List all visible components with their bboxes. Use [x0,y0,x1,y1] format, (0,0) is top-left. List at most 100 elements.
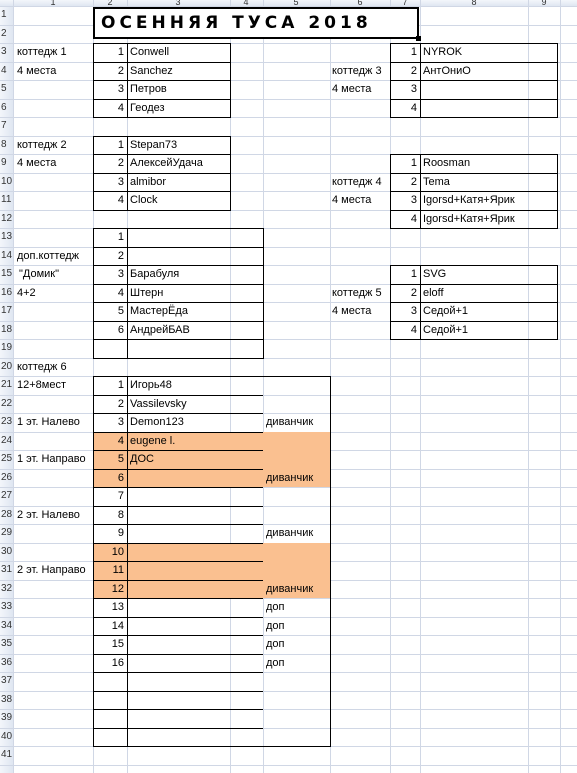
row-header[interactable]: 36 [1,656,13,668]
guest-name[interactable]: almibor [130,175,167,188]
slot-number[interactable]: 3 [410,305,417,317]
slot-number[interactable]: 15 [111,638,124,650]
guest-name[interactable]: eloff [423,286,444,299]
row-header[interactable]: 21 [1,379,13,390]
slot-number[interactable]: 4 [410,212,417,225]
row-header[interactable]: 25 [1,453,13,464]
column-header[interactable]: 1 [50,0,56,7]
guest-name[interactable]: Demon123 [130,416,184,428]
label-cell[interactable]: коттедж 4 [332,175,382,188]
slot-number[interactable]: 2 [117,249,124,262]
slot-number[interactable]: 8 [117,508,124,521]
label-cell[interactable]: коттедж 3 [332,64,382,77]
slot-number[interactable]: 3 [410,194,417,206]
label-cell[interactable]: 4 места [17,157,57,169]
slot-number[interactable]: 3 [117,416,124,428]
guest-name[interactable]: Tema [423,175,450,188]
slot-number[interactable]: 2 [117,397,124,410]
fill-handle[interactable] [416,36,421,41]
label-cell[interactable]: 2 эт. Налево [17,508,80,521]
slot-number[interactable]: 1 [410,46,417,58]
bed-note[interactable]: диванчик [266,582,314,595]
guest-name[interactable]: Clock [130,194,158,206]
row-header[interactable]: 28 [1,508,13,520]
row-header[interactable]: 13 [1,231,13,242]
row-header[interactable]: 22 [1,397,13,409]
slot-number[interactable]: 7 [117,490,124,502]
guest-name[interactable]: Барабуля [130,268,180,280]
row-header[interactable]: 5 [1,83,7,94]
slot-number[interactable]: 6 [117,471,124,484]
row-header[interactable]: 14 [1,249,13,261]
slot-number[interactable]: 5 [117,305,124,317]
row-header[interactable]: 23 [1,416,13,427]
column-header[interactable]: 2 [107,0,113,7]
guest-name[interactable]: Sanchez [130,64,173,77]
label-cell[interactable]: 2 эт. Направо [17,564,86,576]
slot-number[interactable]: 1 [117,231,124,243]
sheet-title-cell[interactable]: ОСЕННЯЯ ТУСА 2018 [93,7,419,39]
slot-number[interactable]: 3 [117,175,124,188]
slot-number[interactable]: 2 [410,175,417,188]
guest-name[interactable]: Штерн [130,286,164,299]
column-header[interactable]: 9 [541,0,547,7]
slot-number[interactable]: 1 [410,268,417,280]
guest-name[interactable]: ДОС [130,453,154,465]
row-header[interactable]: 3 [1,46,7,57]
row-header[interactable]: 8 [1,138,7,150]
row-header[interactable]: 2 [1,27,7,39]
guest-name[interactable]: АлексейУдача [130,157,203,169]
slot-number[interactable]: 5 [117,453,124,465]
guest-name[interactable]: Петров [130,83,167,95]
label-cell[interactable]: 4+2 [17,286,36,299]
row-header[interactable]: 12 [1,212,13,224]
label-cell[interactable]: 4 места [332,194,372,206]
guest-name[interactable]: Conwell [130,46,170,58]
slot-number[interactable]: 4 [410,323,417,336]
guest-name[interactable]: Igorsd+Катя+Ярик [423,194,515,206]
guest-name[interactable]: АндрейБАВ [130,323,190,336]
slot-number[interactable]: 12 [111,582,124,595]
row-header[interactable]: 17 [1,305,13,316]
guest-name[interactable]: eugene l. [130,434,176,447]
slot-number[interactable]: 1 [117,46,124,58]
column-header[interactable]: 7 [402,0,408,7]
row-header[interactable]: 27 [1,490,13,501]
label-cell[interactable]: коттедж 6 [17,360,67,373]
row-header[interactable]: 9 [1,157,7,168]
bed-note[interactable]: диванчик [266,416,314,428]
guest-name[interactable]: NYROK [423,46,463,58]
slot-number[interactable]: 10 [111,545,124,558]
row-header[interactable]: 39 [1,712,13,723]
label-cell[interactable]: 4 места [17,64,57,77]
slot-number[interactable]: 4 [117,101,124,114]
column-header[interactable]: 8 [471,0,477,7]
label-cell[interactable]: 1 эт. Налево [17,416,80,428]
slot-number[interactable]: 4 [117,194,124,206]
slot-number[interactable]: 6 [117,323,124,336]
row-header[interactable]: 38 [1,693,13,705]
row-header[interactable]: 4 [1,64,7,76]
label-cell[interactable]: доп.коттедж [17,249,79,262]
label-cell[interactable]: коттедж 1 [17,46,67,58]
row-header[interactable]: 41 [1,749,13,760]
guest-name[interactable]: Roosman [423,157,471,169]
label-cell[interactable]: 4 места [332,83,372,95]
slot-number[interactable]: 1 [117,138,124,151]
row-header[interactable]: 20 [1,360,13,372]
bed-note[interactable]: доп [266,619,285,632]
guest-name[interactable]: Vassilevsky [130,397,187,410]
row-header[interactable]: 40 [1,730,13,742]
row-header[interactable]: 1 [1,9,7,20]
bed-note[interactable]: диванчик [266,471,314,484]
slot-number[interactable]: 3 [117,83,124,95]
row-header[interactable]: 24 [1,434,13,446]
column-header[interactable]: 3 [175,0,181,7]
bed-note[interactable]: доп [266,638,285,650]
row-header[interactable]: 34 [1,619,13,631]
guest-name[interactable]: Игорь48 [130,379,172,391]
slot-number[interactable]: 2 [410,286,417,299]
slot-number[interactable]: 2 [410,64,417,77]
guest-name[interactable]: МастерЁда [130,305,188,317]
